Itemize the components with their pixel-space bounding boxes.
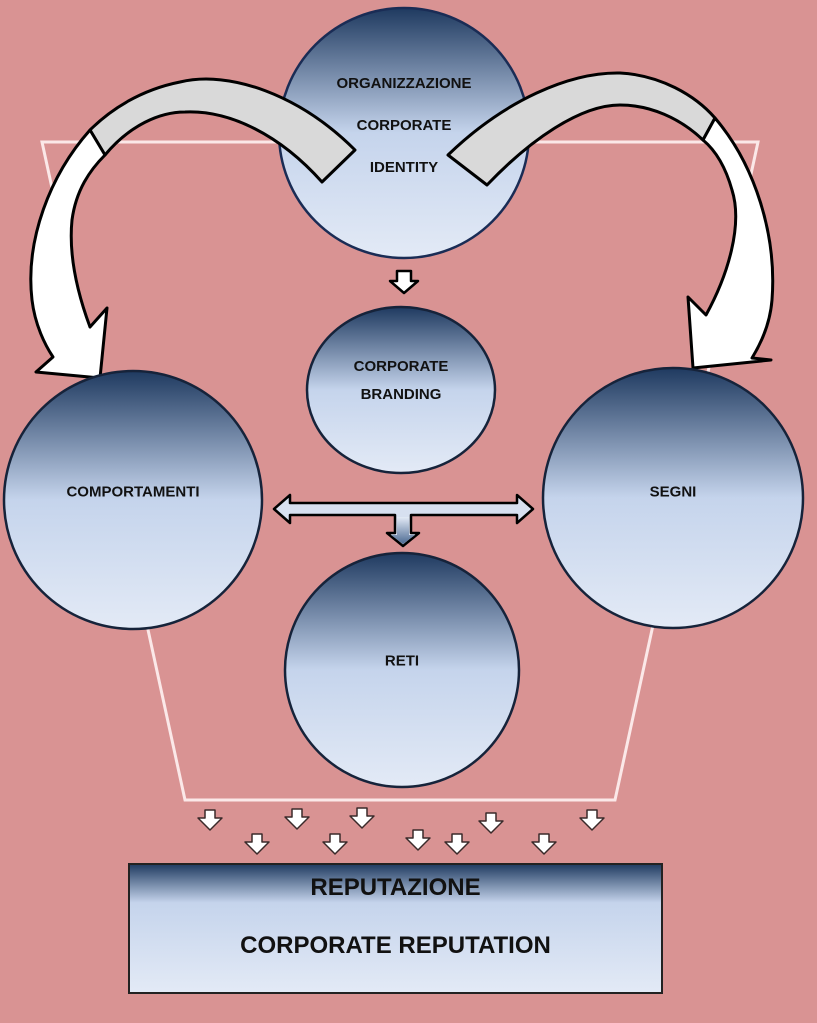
identity-line-2: CORPORATE — [356, 117, 452, 134]
down-arrow-branding — [388, 269, 420, 295]
small-down-arrow-4 — [322, 833, 348, 855]
small-down-arrow-6 — [405, 829, 431, 851]
small-down-arrow-9 — [531, 833, 557, 855]
scattered-arrows — [197, 807, 605, 855]
curved-arrow-left — [29, 77, 357, 380]
small-down-arrow-8 — [478, 812, 504, 834]
small-down-arrow-1 — [197, 809, 223, 831]
small-down-arrow-5 — [349, 807, 375, 829]
reputation-subtitle: CORPORATE REPUTATION — [240, 932, 551, 959]
branding-label: CORPORATE BRANDING — [354, 353, 449, 409]
segni-label: SEGNI — [649, 483, 697, 501]
reputation-box[interactable] — [128, 863, 663, 994]
segni-circle[interactable] — [541, 366, 805, 630]
small-down-arrow-7 — [444, 833, 470, 855]
comportamenti-label: COMPORTAMENTI — [66, 483, 200, 501]
identity-line-1: ORGANIZZAZIONE — [336, 75, 472, 92]
branding-line-2: BRANDING — [360, 386, 442, 403]
curved-arrow-left-front — [29, 128, 109, 380]
identity-label: ORGANIZZAZIONE CORPORATE IDENTITY — [337, 63, 472, 189]
identity-line-3: IDENTITY — [369, 159, 439, 176]
small-down-arrow-2 — [244, 833, 270, 855]
double-arrow — [272, 493, 535, 548]
small-down-arrow-3 — [284, 808, 310, 830]
curved-arrow-right — [446, 71, 775, 370]
reputation-title: REPUTAZIONE — [310, 874, 481, 901]
small-down-arrow-10 — [579, 809, 605, 831]
branding-ellipse[interactable] — [305, 305, 497, 475]
reti-circle[interactable] — [283, 551, 521, 789]
branding-line-1: CORPORATE — [353, 358, 449, 375]
comportamenti-circle[interactable] — [2, 369, 264, 631]
reti-label: RETI — [384, 652, 420, 670]
curved-arrow-right-front — [686, 116, 775, 370]
